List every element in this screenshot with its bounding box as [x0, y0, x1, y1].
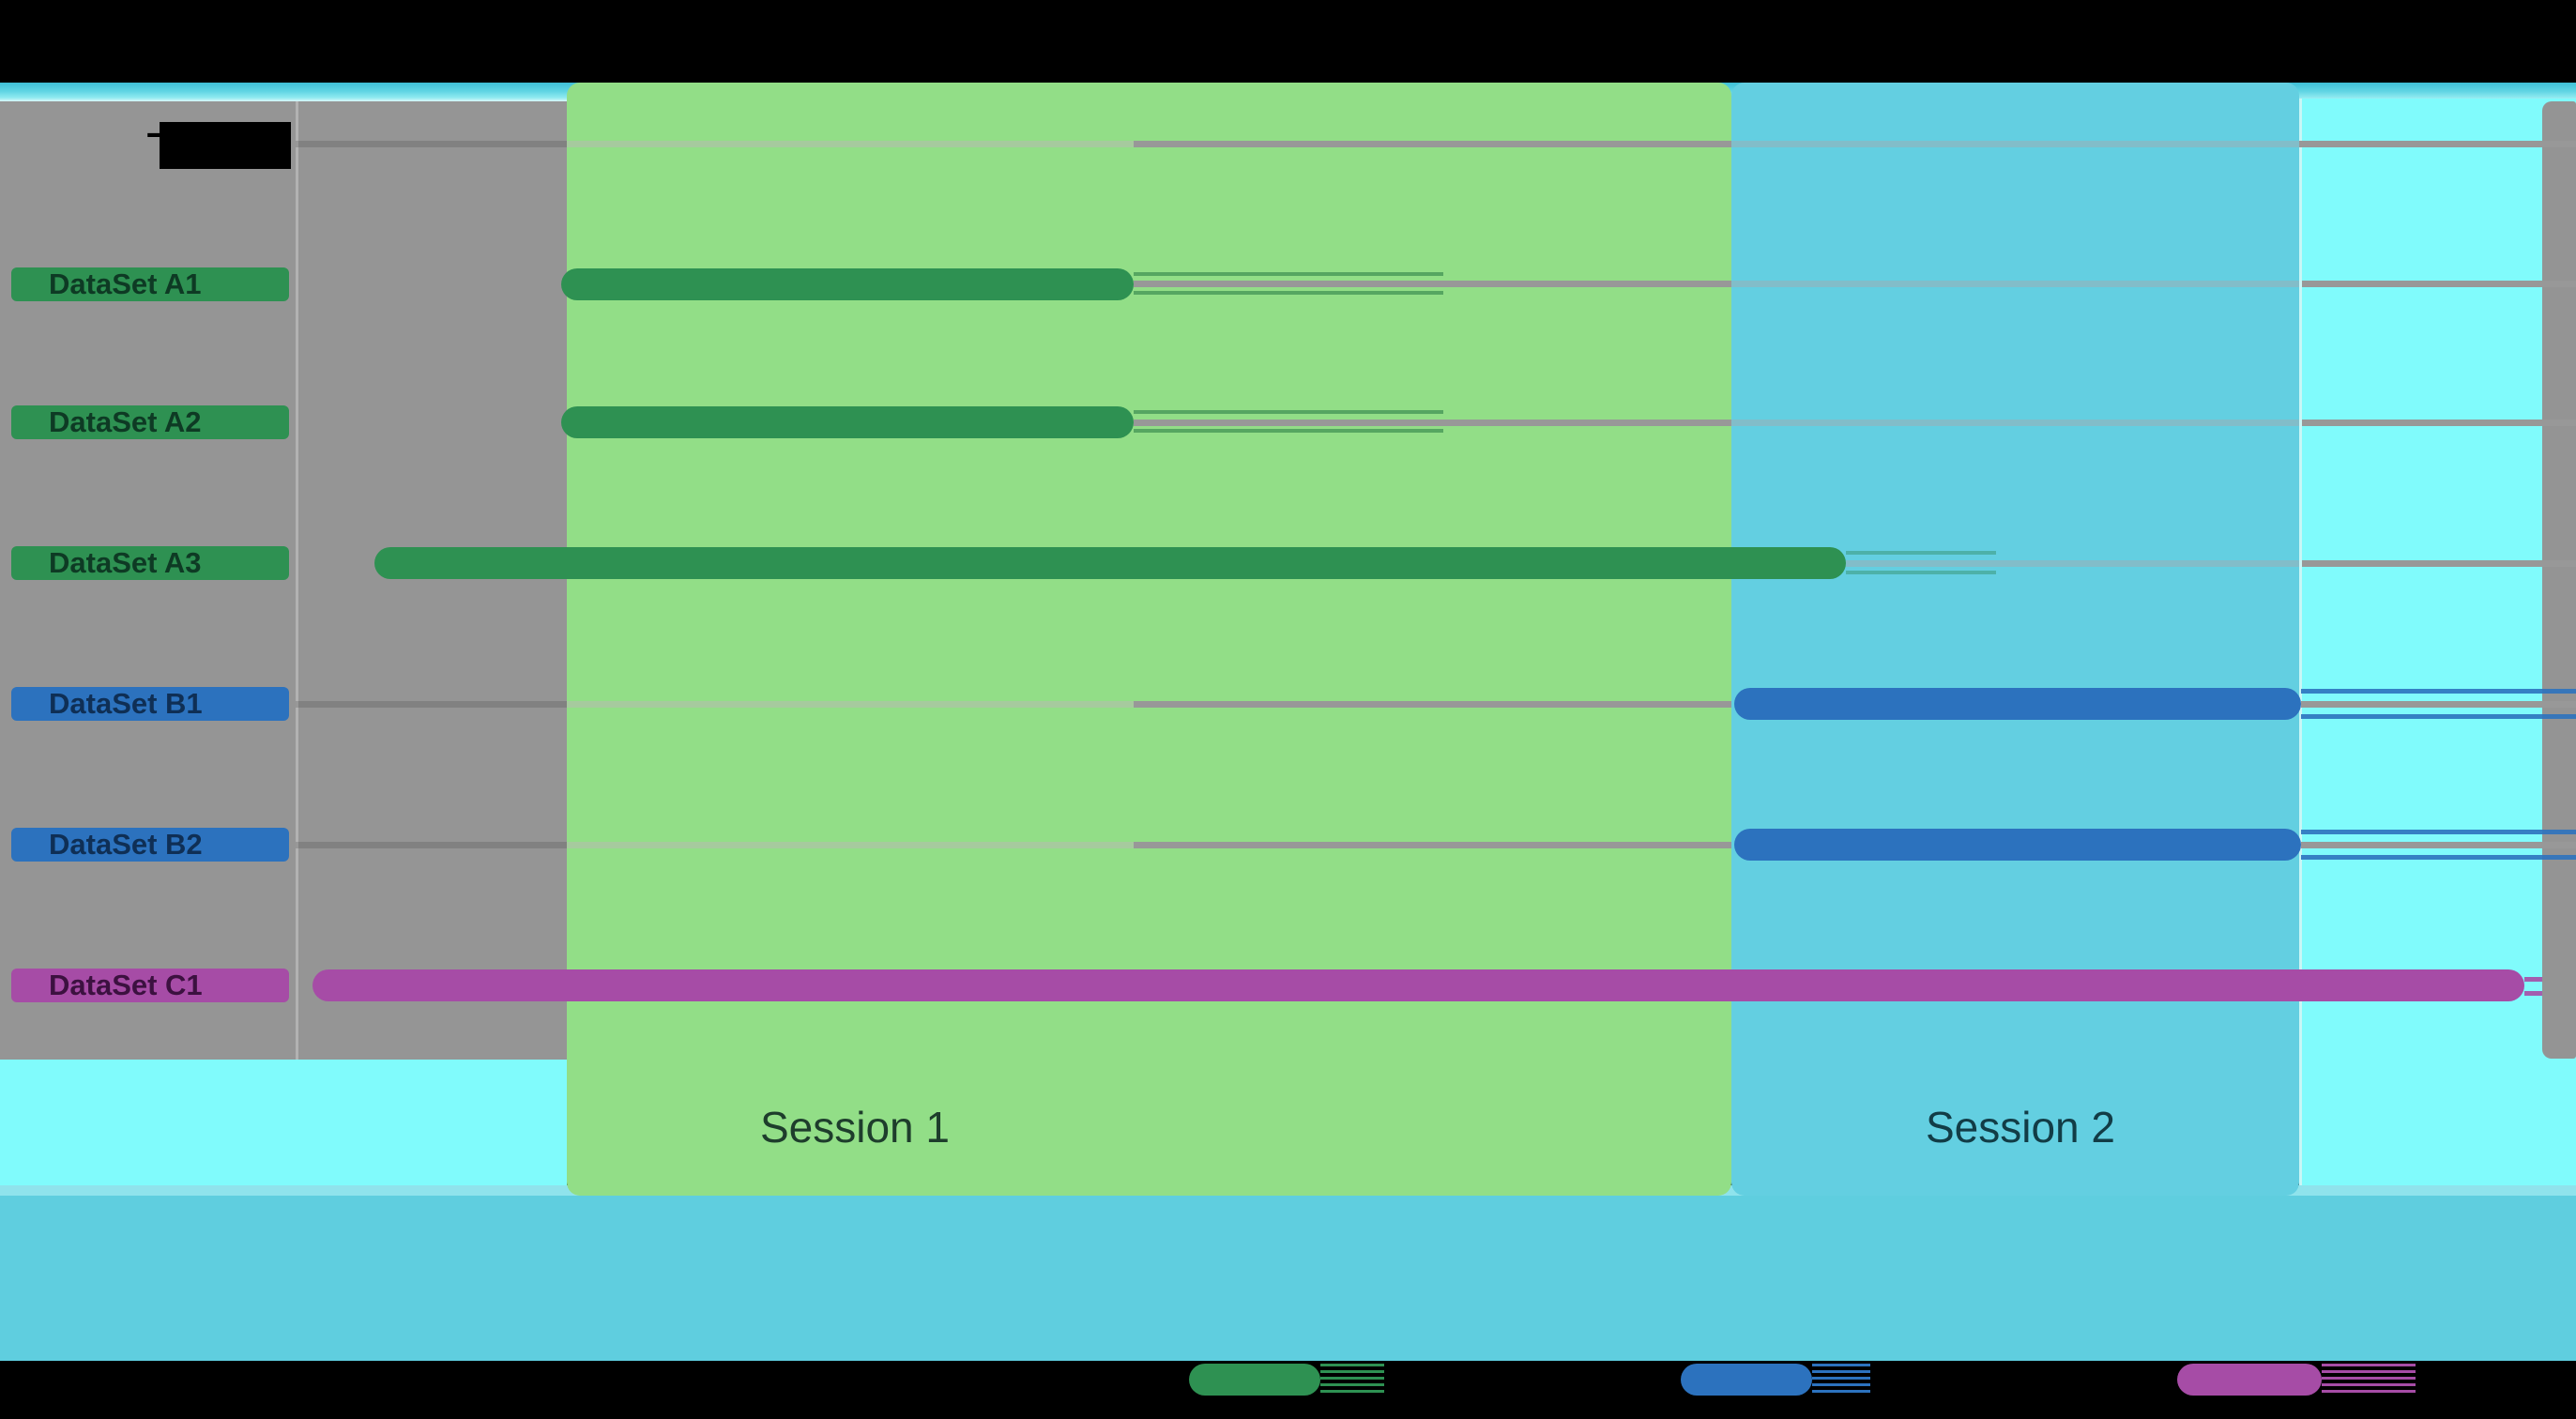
- row-gridline: [2302, 560, 2576, 567]
- bar-streak-artifact: [1846, 571, 1996, 574]
- row-gridline: [567, 842, 1134, 848]
- row-label-4: DataSet B1: [11, 687, 289, 721]
- session-1-label: Session 1: [759, 1103, 950, 1152]
- legend-swatch-3[interactable]: [2177, 1364, 2322, 1396]
- legend-swatch-streak: [2322, 1364, 2416, 1396]
- legend-swatch-streak: [1812, 1364, 1870, 1396]
- row-gridline: [567, 701, 1134, 708]
- row-gridline: [296, 141, 567, 147]
- legend-area: [0, 1361, 2576, 1419]
- bottom-left-cyan-panel: [0, 1060, 567, 1185]
- row-gridline: [1134, 141, 1731, 147]
- legend-swatch-2[interactable]: [1681, 1364, 1812, 1396]
- bar-streak-artifact: [2301, 855, 2576, 860]
- row-gridline: [1134, 281, 1731, 287]
- row-gridline: [2299, 141, 2576, 147]
- bar-streak-artifact: [2301, 714, 2576, 719]
- bar-streak-artifact: [1134, 291, 1443, 295]
- row-gridline: [567, 141, 1134, 147]
- bar-streak-artifact: [1134, 410, 1443, 414]
- row-gridline: [1731, 420, 2299, 426]
- legend-swatch-streak: [1320, 1364, 1384, 1396]
- bar-streak-artifact: [1134, 272, 1443, 276]
- task-bar-2: [561, 406, 1134, 438]
- row-label-6: DataSet C1: [11, 969, 289, 1002]
- plot-gray-background: [0, 101, 567, 1060]
- redaction-box: [160, 122, 291, 169]
- row-gridline: [2302, 281, 2576, 287]
- row-label-1: DataSet A1: [11, 267, 289, 301]
- row-gridline: [1731, 281, 2299, 287]
- session-2-label: Session 2: [1925, 1103, 2115, 1152]
- session-2-band: [1731, 83, 2299, 1196]
- task-bar-5: [1734, 829, 2301, 861]
- band-gap-line: [2299, 99, 2302, 1185]
- bar-streak-artifact: [2524, 991, 2542, 996]
- row-label-5: DataSet B2: [11, 828, 289, 862]
- bar-streak-artifact: [1134, 429, 1443, 433]
- row-gridline: [2301, 842, 2576, 848]
- bar-streak-artifact: [1846, 551, 1996, 555]
- task-bar-3: [374, 547, 1846, 579]
- row-gridline: [2302, 420, 2576, 426]
- row-gridline: [1134, 701, 1731, 708]
- row-label-2: DataSet A2: [11, 405, 289, 439]
- bar-streak-artifact: [2301, 689, 2576, 694]
- row-gridline: [2301, 701, 2576, 708]
- row-gridline: [1134, 842, 1731, 848]
- bar-streak-artifact: [2524, 977, 2542, 982]
- task-bar-1: [561, 268, 1134, 300]
- row-label-3: DataSet A3: [11, 546, 289, 580]
- legend-swatch-1[interactable]: [1189, 1364, 1320, 1396]
- vertical-scrollbar[interactable]: [2542, 101, 2576, 1059]
- session-1-band: [567, 83, 1731, 1196]
- row-gridline: [296, 842, 567, 848]
- task-bar-4: [1734, 688, 2301, 720]
- row-gridline: [296, 701, 567, 708]
- label-column-divider: [296, 101, 298, 1060]
- right-cyan-panel: [2302, 99, 2576, 1185]
- row-gridline: [1846, 560, 2299, 567]
- task-bar-6: [312, 969, 2524, 1001]
- bottom-teal-band: [0, 1196, 2576, 1361]
- row-gridline: [1134, 420, 1731, 426]
- row-gridline: [1731, 141, 2299, 147]
- bar-streak-artifact: [2301, 830, 2576, 834]
